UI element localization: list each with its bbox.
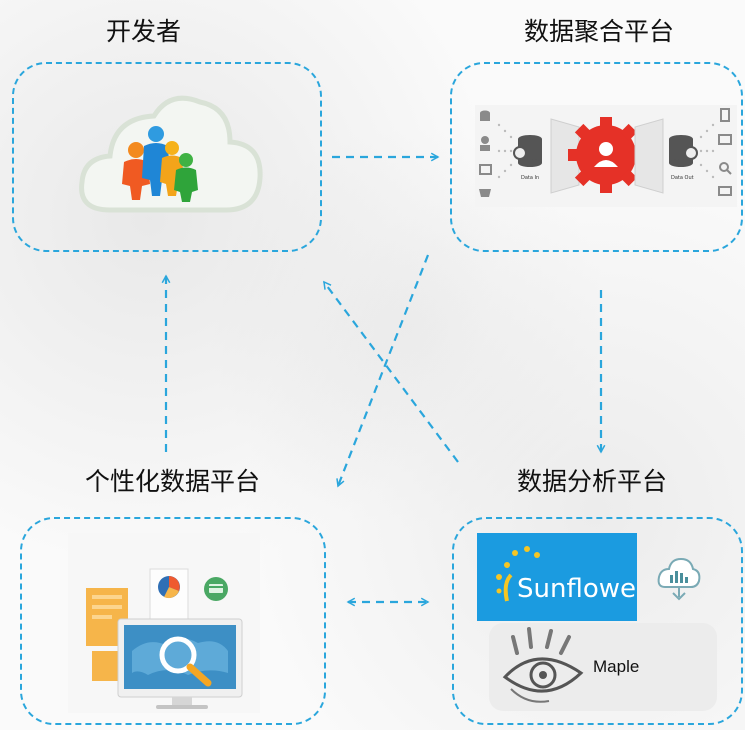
personal-platform-illustration: [68, 533, 260, 713]
aggregation-platform-box: [450, 62, 743, 252]
data-in-label: Data In: [521, 175, 539, 181]
arrow-analysis-to-developer: [324, 282, 459, 463]
analysis-platform-box: [452, 517, 743, 725]
data-out-label: Data Out: [671, 175, 694, 181]
cloud-chart-icon: [657, 557, 701, 601]
arrow-aggregation-to-personal: [338, 254, 430, 486]
personal-platform-box: [20, 517, 326, 725]
developer-box: [12, 62, 322, 252]
aggregation-diagram: Data In Data Out: [475, 105, 737, 207]
sunflower-text: Sunflower: [517, 574, 637, 604]
personal-platform-label: 个性化数据平台: [85, 467, 261, 496]
sunflower-logo: Sunflower: [477, 533, 637, 621]
analysis-platform-label: 数据分析平台: [517, 467, 668, 496]
developer-label: 开发者: [106, 17, 182, 46]
developer-cloud-icon: [79, 95, 263, 213]
maple-tile: Maple: [489, 623, 717, 711]
aggregation-platform-label: 数据聚合平台: [524, 17, 675, 46]
eye-leaf-icon: [502, 627, 584, 703]
maple-text: Maple: [593, 657, 640, 676]
